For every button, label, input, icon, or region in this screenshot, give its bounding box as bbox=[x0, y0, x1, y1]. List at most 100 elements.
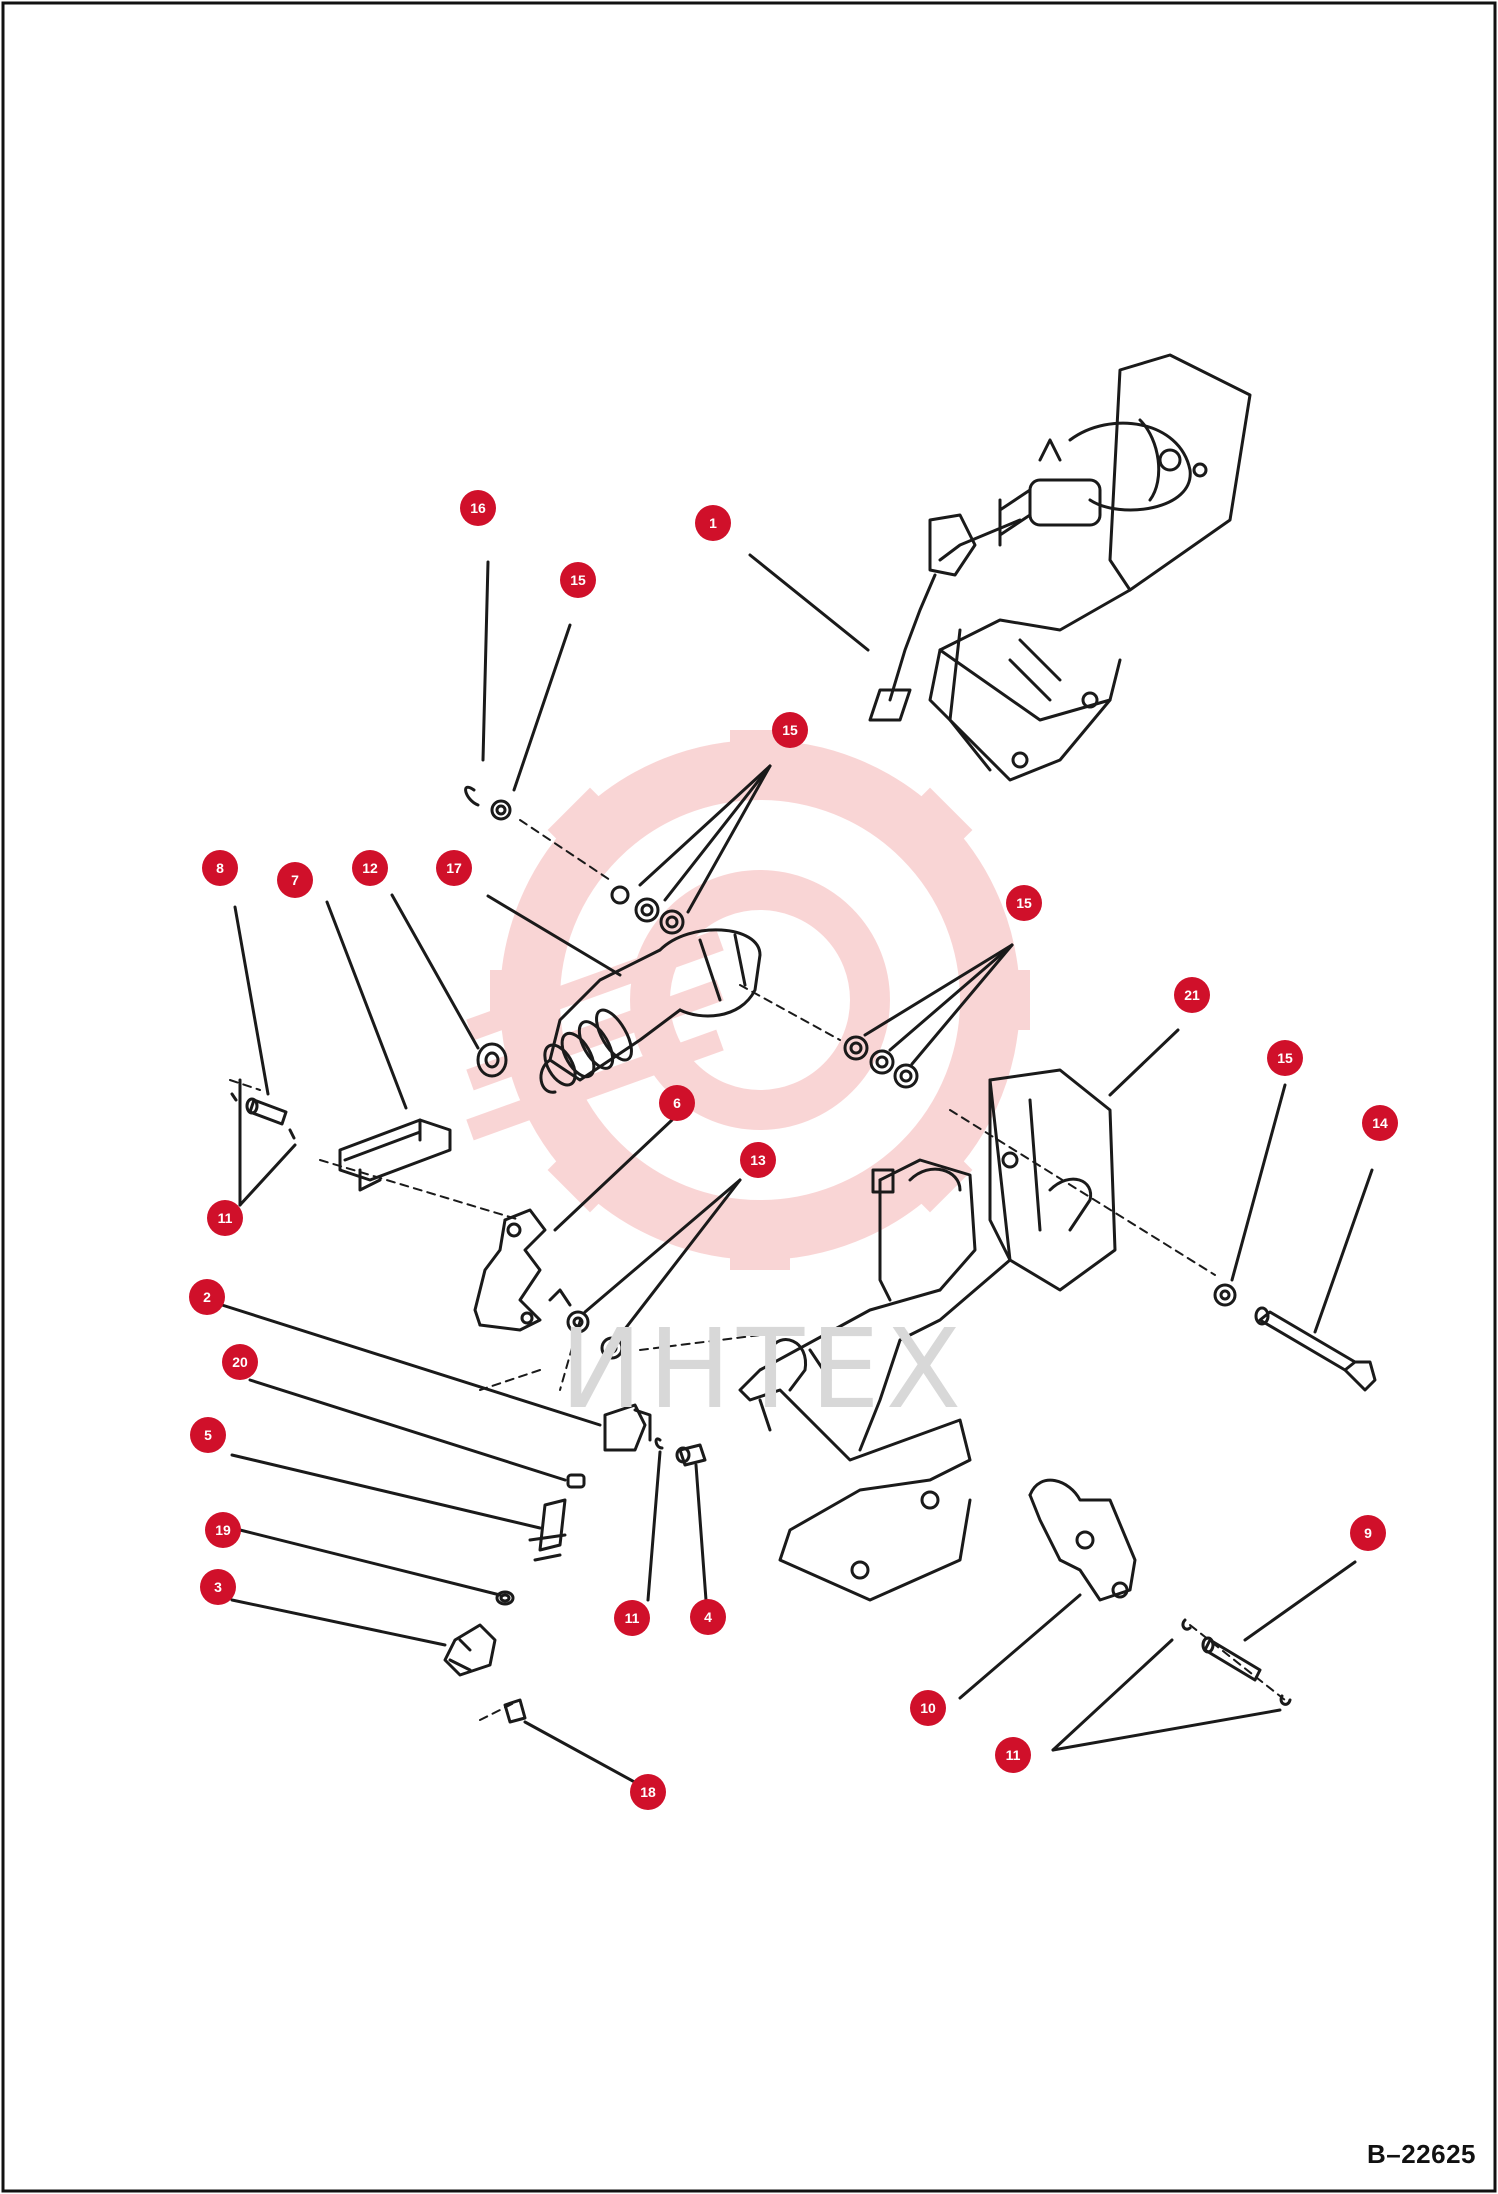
callout-2: 2 bbox=[189, 1279, 225, 1315]
callout-marker-icon bbox=[910, 1690, 946, 1726]
callout-8: 8 bbox=[202, 850, 238, 886]
watermark-gear-icon bbox=[466, 730, 1030, 1270]
callout-marker-icon bbox=[200, 1569, 236, 1605]
callout-3: 3 bbox=[200, 1569, 236, 1605]
callout-marker-icon bbox=[189, 1279, 225, 1315]
callout-4: 4 bbox=[690, 1599, 726, 1635]
callout-label: 1 bbox=[709, 515, 717, 531]
callout-marker-icon bbox=[659, 1085, 695, 1121]
callout-label: 2 bbox=[203, 1289, 211, 1305]
callout-label: 11 bbox=[218, 1210, 233, 1226]
callout-11: 11 bbox=[614, 1600, 650, 1636]
callout-14: 14 bbox=[1362, 1105, 1398, 1141]
callout-marker-icon bbox=[190, 1417, 226, 1453]
callout-11: 11 bbox=[207, 1200, 243, 1236]
callout-label: 15 bbox=[1016, 895, 1032, 911]
callout-15: 15 bbox=[560, 562, 596, 598]
callout-label: 11 bbox=[1006, 1747, 1021, 1763]
callout-label: 4 bbox=[704, 1609, 712, 1625]
callout-label: 20 bbox=[232, 1354, 248, 1370]
callout-marker-icon bbox=[690, 1599, 726, 1635]
small-bracket bbox=[1028, 1478, 1137, 1602]
callout-5: 5 bbox=[190, 1417, 226, 1453]
leader-lines bbox=[220, 553, 1374, 1787]
callout-label: 6 bbox=[673, 1095, 681, 1111]
callout-label: 18 bbox=[640, 1784, 656, 1800]
nut-part bbox=[476, 1042, 508, 1078]
callout-9: 9 bbox=[1350, 1515, 1386, 1551]
callout-marker-icon bbox=[205, 1512, 241, 1548]
callout-label: 17 bbox=[446, 860, 462, 876]
callout-marker-icon bbox=[630, 1774, 666, 1810]
callout-marker-icon bbox=[222, 1344, 258, 1380]
lever-plate bbox=[473, 1208, 572, 1332]
washer-stack-middle bbox=[843, 1035, 919, 1089]
callout-marker-icon bbox=[1350, 1515, 1386, 1551]
bolt-group bbox=[1213, 1283, 1377, 1392]
washer-stack-upper bbox=[610, 885, 685, 935]
callout-20: 20 bbox=[222, 1344, 258, 1380]
callout-label: 19 bbox=[215, 1522, 231, 1538]
callout-marker-icon bbox=[460, 490, 496, 526]
callout-marker-icon bbox=[352, 850, 388, 886]
callout-label: 9 bbox=[1364, 1525, 1372, 1541]
callout-label: 15 bbox=[570, 572, 586, 588]
callout-13: 13 bbox=[740, 1142, 776, 1178]
callout-21: 21 bbox=[1174, 977, 1210, 1013]
callout-label: 3 bbox=[214, 1579, 222, 1595]
upper-solenoid-assembly bbox=[868, 353, 1252, 782]
callout-marker-icon bbox=[695, 505, 731, 541]
callout-19: 19 bbox=[205, 1512, 241, 1548]
line-art bbox=[220, 353, 1377, 1787]
callout-label: 15 bbox=[782, 722, 798, 738]
clip-washer-group bbox=[464, 785, 512, 821]
callout-marker-icon bbox=[1174, 977, 1210, 1013]
callout-marker-icon bbox=[436, 850, 472, 886]
callout-15: 15 bbox=[1006, 885, 1042, 921]
callout-label: 5 bbox=[204, 1427, 212, 1443]
lower-bracket bbox=[738, 1068, 1117, 1602]
callout-label: 21 bbox=[1184, 987, 1200, 1003]
callout-15: 15 bbox=[772, 712, 808, 748]
callout-label: 16 bbox=[470, 500, 486, 516]
pin-link-group bbox=[230, 1092, 452, 1192]
callout-label: 7 bbox=[291, 872, 299, 888]
callout-marker-icon bbox=[1362, 1105, 1398, 1141]
pin-9-group bbox=[1181, 1618, 1292, 1706]
callout-1: 1 bbox=[695, 505, 731, 541]
callout-label: 15 bbox=[1277, 1050, 1293, 1066]
callout-6: 6 bbox=[659, 1085, 695, 1121]
callout-label: 11 bbox=[625, 1610, 640, 1626]
callout-12: 12 bbox=[352, 850, 388, 886]
callout-marker-icon bbox=[740, 1142, 776, 1178]
cylinder-part bbox=[539, 928, 762, 1094]
callout-18: 18 bbox=[630, 1774, 666, 1810]
diagram-id-label: B–22625 bbox=[1366, 2139, 1476, 2169]
small-parts-group bbox=[443, 1403, 707, 1724]
callout-label: 12 bbox=[362, 860, 378, 876]
callout-markers: 1234567891011111112131415151515161718192… bbox=[189, 490, 1398, 1810]
callout-marker-icon bbox=[995, 1737, 1031, 1773]
callout-10: 10 bbox=[910, 1690, 946, 1726]
callout-marker-icon bbox=[277, 862, 313, 898]
callout-marker-icon bbox=[614, 1600, 650, 1636]
washer-stack-13 bbox=[566, 1310, 624, 1360]
callout-marker-icon bbox=[207, 1200, 243, 1236]
watermark-text: ИНТЕХ bbox=[560, 1305, 968, 1433]
callout-marker-icon bbox=[202, 850, 238, 886]
callout-marker-icon bbox=[1006, 885, 1042, 921]
callout-label: 10 bbox=[920, 1700, 936, 1716]
callout-marker-icon bbox=[560, 562, 596, 598]
callout-marker-icon bbox=[1267, 1040, 1303, 1076]
callout-17: 17 bbox=[436, 850, 472, 886]
callout-15: 15 bbox=[1267, 1040, 1303, 1076]
callout-marker-icon bbox=[772, 712, 808, 748]
callout-7: 7 bbox=[277, 862, 313, 898]
callout-16: 16 bbox=[460, 490, 496, 526]
callout-label: 13 bbox=[750, 1152, 766, 1168]
callout-label: 8 bbox=[216, 860, 224, 876]
callout-label: 14 bbox=[1372, 1115, 1388, 1131]
callout-11: 11 bbox=[995, 1737, 1031, 1773]
